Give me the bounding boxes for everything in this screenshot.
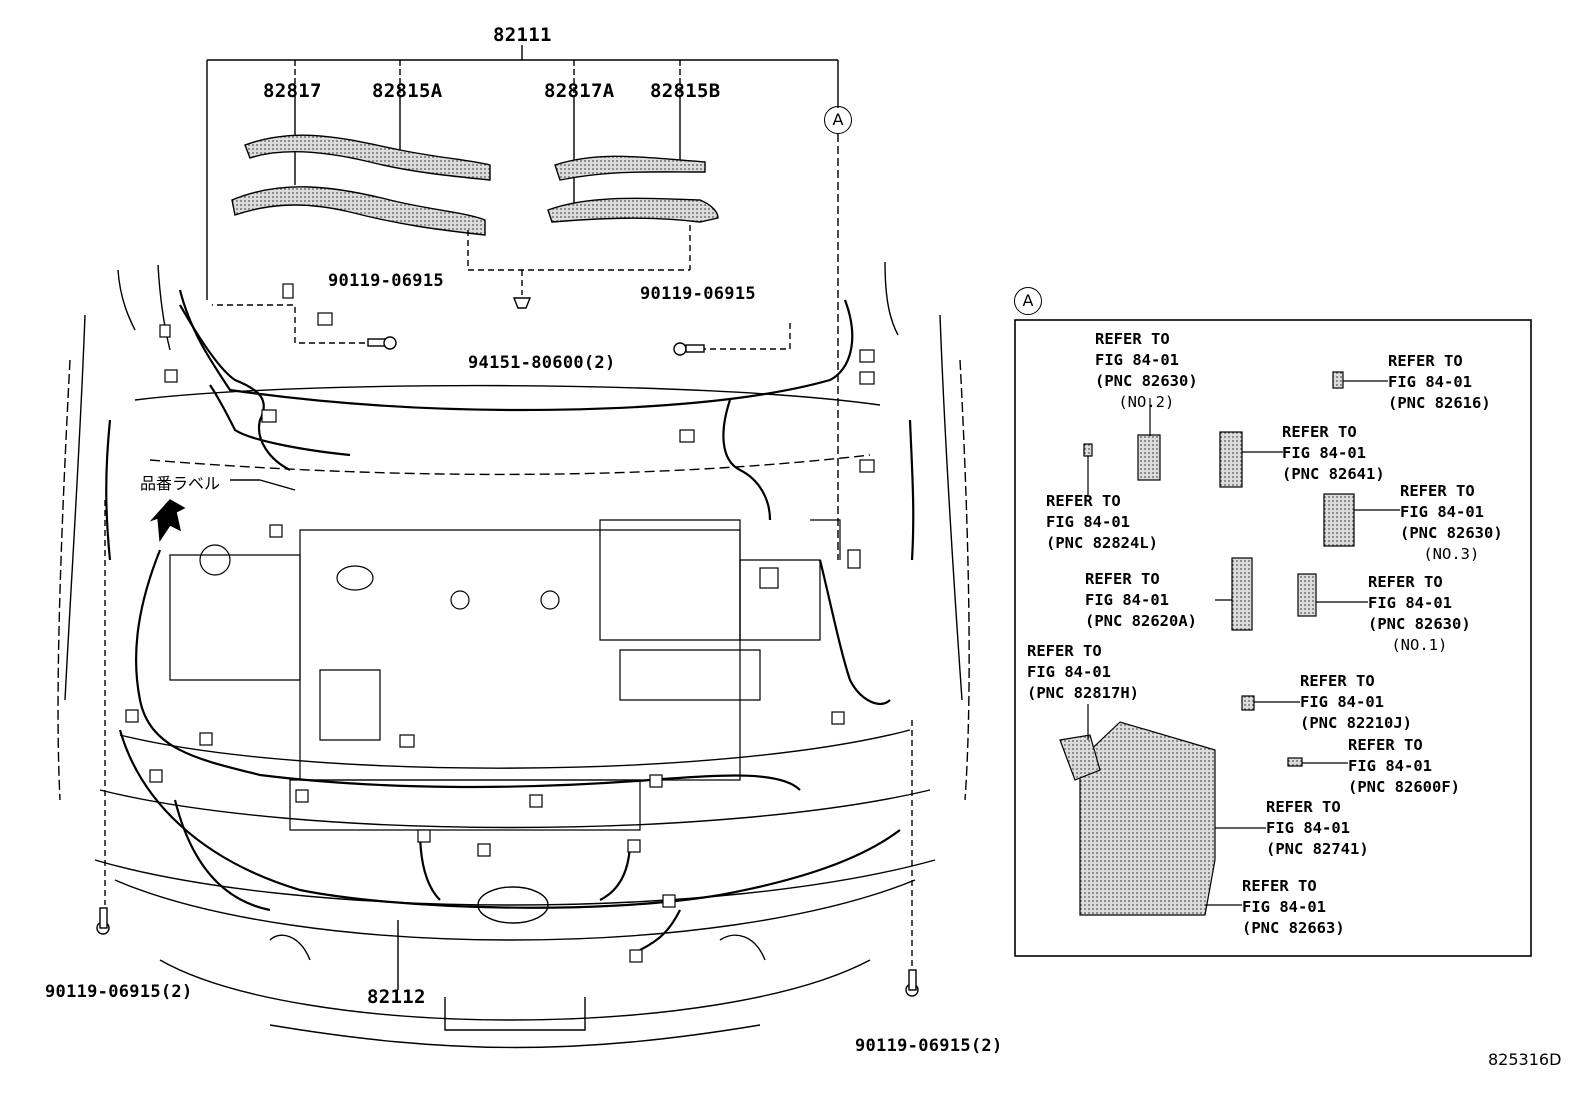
engine-bay xyxy=(169,519,841,831)
inset-ref-82817h: REFER TO FIG 84-01 (PNC 82817H) xyxy=(1027,642,1139,702)
inset-ref-82600f: REFER TO FIG 84-01 (PNC 82600F) xyxy=(1348,736,1460,796)
inset-ref-82824l: REFER TO FIG 84-01 (PNC 82824L) xyxy=(1046,492,1158,552)
inset-ref-82641: REFER TO FIG 84-01 (PNC 82641) xyxy=(1282,423,1385,483)
part-label-bolt-right-bottom: 90119-06915(2) xyxy=(855,1036,1003,1056)
connectors xyxy=(125,283,875,963)
bolt-icon xyxy=(367,336,397,350)
part-label-82817: 82817 xyxy=(263,80,322,102)
inset-components xyxy=(1059,371,1355,916)
harness-bracket-82111 xyxy=(206,45,839,300)
inset-ref-82630-no3: REFER TO FIG 84-01 (PNC 82630)(NO.3) xyxy=(1400,482,1503,563)
diagram-id: 825316D xyxy=(1488,1050,1562,1069)
inset-ref-82741: REFER TO FIG 84-01 (PNC 82741) xyxy=(1266,798,1369,858)
clip-icon xyxy=(512,297,532,309)
inset-ref-82630-no2: REFER TO FIG 84-01 (PNC 82630)(NO.2) xyxy=(1095,330,1198,411)
inset-marker-a: A xyxy=(1014,287,1042,315)
bolt-icon xyxy=(905,969,919,997)
part-label-82815b: 82815B xyxy=(650,80,721,102)
part-number-label-note: 品番ラベル xyxy=(140,474,221,493)
part-label-82817a: 82817A xyxy=(544,80,615,102)
inset-ref-82616: REFER TO FIG 84-01 (PNC 82616) xyxy=(1388,352,1491,412)
inset-panel xyxy=(1014,319,1532,957)
wire-82815A xyxy=(244,134,491,181)
bolt-icon xyxy=(673,342,705,356)
inset-ref-82663: REFER TO FIG 84-01 (PNC 82663) xyxy=(1242,877,1345,937)
part-label-82112: 82112 xyxy=(367,986,426,1008)
part-label-bolt-left-bottom: 90119-06915(2) xyxy=(45,982,193,1002)
engine-harness xyxy=(105,289,915,951)
vehicle-body-outline xyxy=(57,261,970,1049)
part-label-82815a: 82815A xyxy=(372,80,443,102)
part-label-clip: 94151-80600(2) xyxy=(468,353,616,373)
wire-82817A xyxy=(547,197,719,223)
part-label-bolt-right-top: 90119-06915 xyxy=(640,284,756,304)
arrow-icon xyxy=(149,499,186,543)
part-label-82111: 82111 xyxy=(493,24,552,46)
inset-ref-82630-no1: REFER TO FIG 84-01 (PNC 82630)(NO.1) xyxy=(1368,573,1471,654)
wire-82817 xyxy=(231,186,486,236)
bolt-icon xyxy=(96,907,110,935)
callout-marker-a: A xyxy=(824,106,852,134)
part-label-bolt-left-top: 90119-06915 xyxy=(328,271,444,291)
wire-82815B xyxy=(554,155,706,181)
inset-ref-82210j: REFER TO FIG 84-01 (PNC 82210J) xyxy=(1300,672,1412,732)
inset-ref-82620a: REFER TO FIG 84-01 (PNC 82620A) xyxy=(1085,570,1197,630)
